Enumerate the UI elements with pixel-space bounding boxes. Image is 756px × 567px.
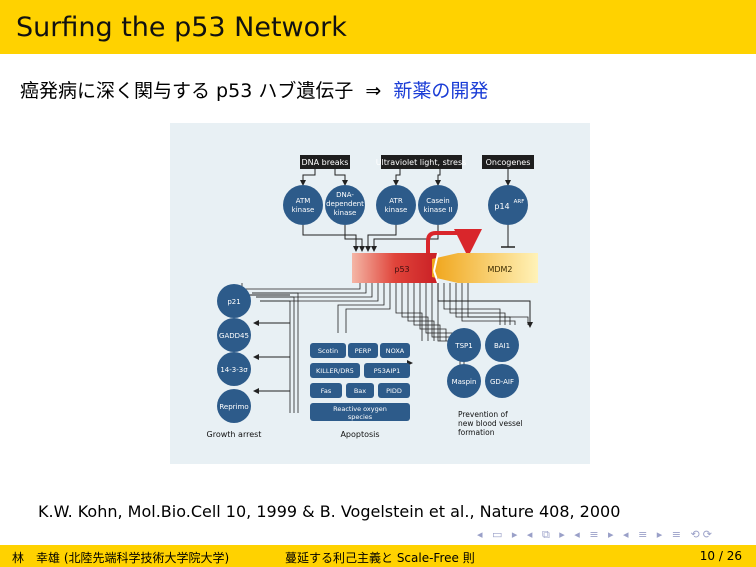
bax-label: Bax — [354, 387, 366, 395]
subtitle-text: 癌発病に深く関与する p53 ハブ遺伝子 — [20, 80, 354, 102]
maspin-node — [447, 364, 481, 398]
beamer-navigation-icons[interactable]: ◂ ▭ ▸ ◂ ⧉ ▸ ◂ ≡ ▸ ◂ ≡ ▸ ≡ ⟲⟳ — [477, 528, 715, 541]
footer-talk-title: 蔓延する利己主義と Scale-Free 則 — [285, 551, 475, 565]
implies-arrow: ⇒ — [365, 80, 382, 102]
scotin-label: Scotin — [318, 347, 338, 355]
noxa-label: NOXA — [386, 347, 405, 355]
p53-network-diagram: DNA breaks Ultraviolet light, stress Onc… — [207, 155, 538, 439]
dnapk-label-2: dependent — [326, 200, 364, 208]
fas-label: Fas — [321, 387, 332, 395]
slide-title: Surfing the p53 Network — [16, 12, 347, 43]
p14-label: p14 — [494, 202, 509, 211]
p53-label: p53 — [394, 265, 409, 274]
prevention-label-2: new blood vessel — [458, 419, 523, 428]
bai1-label: BAI1 — [494, 342, 510, 350]
oncogenes-label: Oncogenes — [486, 158, 531, 167]
gadd45-node — [217, 318, 251, 352]
killer-dr5-node — [310, 363, 360, 378]
citation: K.W. Kohn, Mol.Bio.Cell 10, 1999 & B. Vo… — [38, 502, 621, 521]
dna-breaks-box — [300, 155, 350, 169]
prevention-label-1: Prevention of — [458, 410, 508, 419]
p53-network-figure: DNA breaks Ultraviolet light, stress Onc… — [170, 123, 590, 464]
p14-superscript: ARF — [514, 199, 525, 205]
casein-kinase-node — [418, 185, 458, 225]
pidd-node — [378, 383, 410, 398]
killer-dr5-label: KILLER/DR5 — [316, 367, 354, 375]
bai1-node — [485, 328, 519, 362]
fas-node — [310, 383, 342, 398]
pidd-label: PIDD — [386, 387, 402, 395]
perp-label: PERP — [355, 347, 372, 355]
14-3-3-sigma-label: 14-3-3σ — [220, 366, 248, 374]
footer-bar: 林 幸雄 (北陸先端科学技術大学院大学) 蔓延する利己主義と Scale-Fre… — [0, 545, 756, 567]
reprimo-node — [217, 389, 251, 423]
gd-aif-label: GD-AIF — [490, 378, 514, 386]
scotin-node — [310, 343, 346, 358]
mdm2-label: MDM2 — [487, 265, 512, 274]
maspin-label: Maspin — [452, 378, 477, 386]
p21-node — [217, 284, 251, 318]
perp-node — [348, 343, 378, 358]
p53-bar — [352, 253, 438, 283]
atr-kinase-node — [376, 185, 416, 225]
footer-page-number: 10 / 26 — [699, 549, 742, 563]
dnapk-label-1: DNA- — [336, 191, 354, 199]
oncogenes-box — [482, 155, 534, 169]
14-3-3-sigma-node — [217, 352, 251, 386]
slide-subtitle: 癌発病に深く関与する p53 ハブ遺伝子 ⇒ 新薬の開発 — [20, 76, 488, 103]
p21-label: p21 — [227, 298, 240, 306]
uv-stress-label: Ultraviolet light, stress — [376, 158, 467, 167]
p14arf-node — [488, 185, 528, 225]
reprimo-label: Reprimo — [219, 403, 248, 411]
apoptosis-label: Apoptosis — [340, 430, 379, 439]
tsp1-label: TSP1 — [454, 342, 472, 350]
dna-pk-node — [325, 185, 365, 225]
casein-label-1: Casein — [426, 197, 450, 205]
growth-arrest-label: Growth arrest — [207, 430, 262, 439]
gadd45-label: GADD45 — [219, 332, 249, 340]
mdm2-bar — [432, 253, 538, 283]
bax-node — [346, 383, 374, 398]
atr-label-1: ATR — [389, 197, 403, 205]
title-bar: Surfing the p53 Network — [0, 0, 756, 54]
ros-label-2: species — [348, 413, 373, 421]
prevention-label-3: formation — [458, 428, 495, 437]
atm-kinase-node — [283, 185, 323, 225]
subtitle-highlight: 新薬の開発 — [393, 80, 489, 102]
noxa-node — [380, 343, 410, 358]
atm-label-2: kinase — [292, 206, 315, 214]
tsp1-node — [447, 328, 481, 362]
dna-breaks-label: DNA breaks — [302, 158, 349, 167]
atm-label-1: ATM — [296, 197, 311, 205]
dnapk-label-3: kinase — [334, 209, 357, 217]
atr-label-2: kinase — [385, 206, 408, 214]
feedback-arrow — [426, 229, 482, 259]
uv-stress-box — [381, 155, 462, 169]
p53aip1-label: P53AIP1 — [374, 367, 401, 375]
footer-author: 林 幸雄 (北陸先端科学技術大学院大学) — [12, 551, 230, 565]
p53aip1-node — [364, 363, 410, 378]
gd-aif-node — [485, 364, 519, 398]
ros-label-1: Reactive oxygen — [333, 405, 387, 413]
ros-node — [310, 403, 410, 421]
casein-label-2: kinase II — [423, 206, 452, 214]
